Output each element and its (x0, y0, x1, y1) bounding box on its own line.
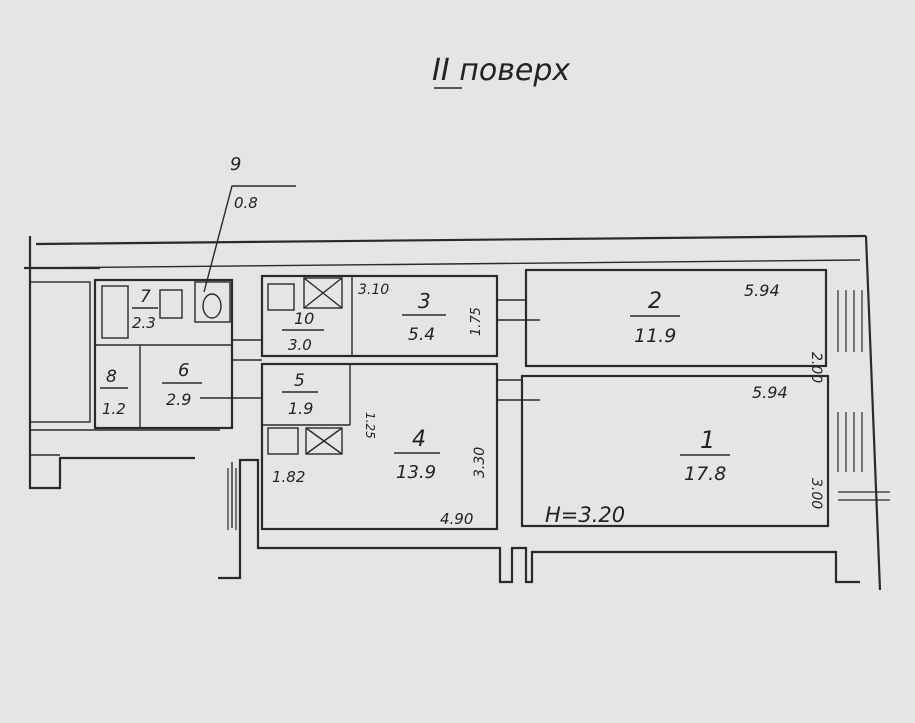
room-2-block (524, 268, 828, 368)
room-4-area: 13.9 (396, 462, 436, 483)
dim-room4-depth: 3.30 (472, 447, 488, 478)
stair-left (29, 281, 91, 423)
room-9-leader (203, 185, 296, 293)
room-8-area: 1.2 (102, 400, 126, 418)
room-7-area: 2.3 (132, 314, 156, 332)
outer-wall-top (35, 234, 867, 246)
walls (24, 234, 882, 591)
room-3-area: 5.4 (408, 325, 435, 345)
shower-room-9 (194, 281, 231, 323)
room-1-area: 17.8 (684, 463, 726, 485)
room-7-number: 7 (140, 287, 151, 307)
room-2-number: 2 (648, 289, 662, 314)
kitchen-cross-b (305, 427, 343, 455)
wet-block (93, 278, 234, 430)
sink (159, 289, 183, 319)
room-4-number: 4 (412, 427, 426, 452)
sink-10 (267, 283, 295, 311)
washer-10 (303, 277, 343, 309)
room-2-area: 11.9 (634, 325, 676, 347)
room-1-block (520, 374, 830, 528)
room-6-area: 2.9 (166, 390, 191, 409)
dim-room3-width: 3.10 (358, 282, 389, 298)
room-1-number: 1 (700, 426, 715, 454)
kitchen-area-label: 1.82 (272, 468, 305, 486)
room-3-number: 3 (418, 289, 431, 313)
window-hatch-upper (837, 290, 863, 352)
room-10-label: 10 3.0 (282, 309, 324, 354)
room-3-label: 3 5.4 (402, 289, 446, 345)
rooms-3-10-block (260, 274, 499, 358)
kitchen-sink (305, 427, 343, 455)
room-4-label: 4 13.9 (394, 427, 440, 483)
room-5-label: 5 1.9 (282, 371, 318, 418)
ceiling-height-label: H=3.20 (545, 503, 625, 527)
room-9-number: 9 (230, 154, 241, 175)
room-5-number: 5 (294, 371, 305, 391)
toilet-fixture (202, 293, 222, 319)
room-8-number: 8 (106, 367, 117, 387)
window-hatch-lower (837, 412, 890, 501)
dim-room3-depth: 1.75 (469, 307, 484, 336)
room-8-label: 8 1.2 (100, 367, 128, 418)
stove (267, 427, 299, 455)
room-7-label: 7 2.3 (132, 287, 158, 332)
room-10-number: 10 (294, 309, 314, 328)
window-hatch-left (227, 468, 237, 530)
room-5-area: 1.9 (288, 399, 313, 418)
dim-room1-width: 5.94 (752, 383, 788, 402)
dim-room4-width: 4.90 (440, 510, 473, 528)
outer-wall-right (864, 235, 882, 591)
room-6-number: 6 (178, 360, 189, 381)
room-2-label: 2 11.9 (630, 289, 680, 347)
inner-wall-top (29, 259, 861, 269)
outer-wall-bottom (218, 458, 860, 584)
room-1-label: 1 17.8 (680, 426, 730, 485)
room-6-label: 6 2.9 (162, 360, 202, 409)
washer-cross-b (303, 277, 343, 309)
floor-title: II поверх (432, 53, 570, 88)
bathtub (101, 285, 129, 339)
room-9-area: 0.8 (234, 194, 258, 212)
dim-room2-width: 5.94 (744, 281, 780, 300)
dim-room1-depth: 3.00 (808, 478, 824, 509)
room-4-block (260, 362, 499, 531)
dim-room2-depth: 2.00 (808, 352, 824, 383)
room-10-area: 3.0 (288, 336, 312, 354)
dim-room5-depth: 1.25 (363, 412, 377, 439)
